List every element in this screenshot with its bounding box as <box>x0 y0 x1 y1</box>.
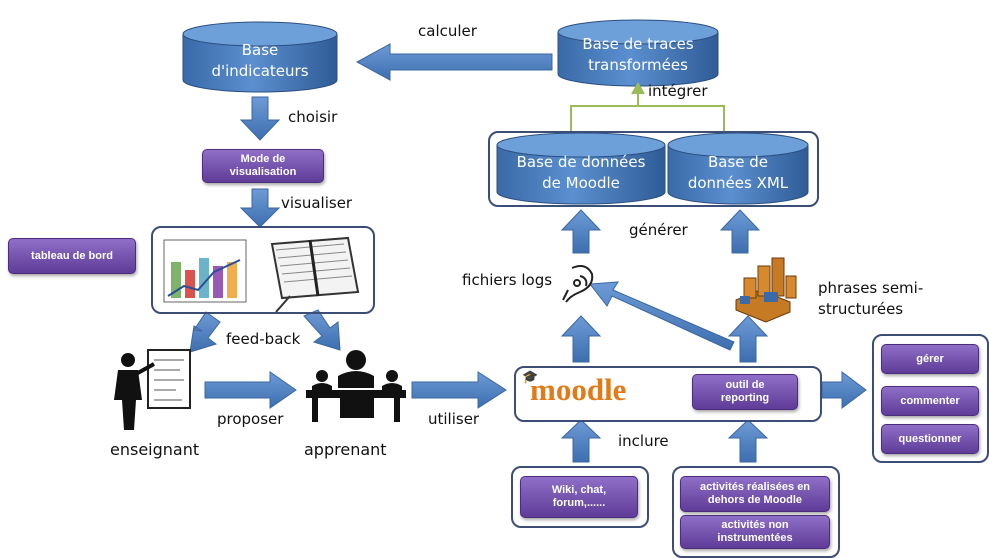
visualiser-arrow <box>239 188 281 228</box>
integrer-label: intégrer <box>648 82 708 100</box>
apprenant-label: apprenant <box>304 440 387 459</box>
moodle-logo: 🎓 moodle <box>522 369 627 408</box>
choisir-arrow <box>239 96 281 141</box>
databases-container <box>488 131 819 207</box>
base-traces-label: Base de traces transformées <box>582 35 694 74</box>
feedback-arrow-left <box>189 311 221 353</box>
base-xml-cylinder <box>667 132 809 205</box>
enseignant-label: enseignant <box>110 440 200 459</box>
proposer-arrow <box>204 371 297 409</box>
graduation-cap-icon: 🎓 <box>522 369 539 384</box>
apprenant-icon <box>306 350 406 422</box>
logs-arrow <box>560 315 602 363</box>
visualiser-label: visualiser <box>281 194 353 212</box>
integrer-connector <box>570 82 725 133</box>
feedback-label: feed-back <box>226 330 301 348</box>
diagonal-arrow <box>589 281 735 351</box>
base-traces-cylinder <box>557 19 719 87</box>
blocks-icon <box>735 257 797 323</box>
gerer-button[interactable]: gérer <box>881 344 979 374</box>
base-indicateurs-label: Base d'indicateurs <box>211 41 309 80</box>
utiliser-label: utiliser <box>428 410 480 428</box>
generer-arrow-right <box>719 209 761 254</box>
moodle-logo-text: moodle <box>530 372 627 407</box>
inclure-arrow-right <box>727 419 769 463</box>
proposer-label: proposer <box>217 410 284 428</box>
visualisation-box <box>151 226 375 314</box>
inclure-label: inclure <box>618 432 669 450</box>
inclure-arrow-left <box>560 419 602 463</box>
utiliser-arrow <box>411 371 507 409</box>
phrases-arrow <box>727 315 769 363</box>
base-indicateurs-cylinder <box>182 21 338 93</box>
base-xml-label: Base de données XML <box>687 153 789 192</box>
generer-label: générer <box>629 221 688 239</box>
bar-chart-icon <box>163 239 247 303</box>
wiki-chat-forum-button[interactable]: Wiki, chat,forum,...... <box>520 476 638 518</box>
actions-arrow <box>821 371 867 409</box>
tableau-de-bord-button[interactable]: tableau de bord <box>8 238 136 274</box>
feedback-arrow-right <box>303 309 341 351</box>
calculer-label: calculer <box>418 22 477 40</box>
generer-arrow-left <box>560 209 602 254</box>
base-moodle-cylinder <box>496 132 666 205</box>
commenter-button[interactable]: commenter <box>881 386 979 416</box>
notebook-icon <box>270 236 360 313</box>
questionner-button[interactable]: questionner <box>881 424 979 454</box>
base-moodle-label: Base de données de Moodle <box>516 153 646 192</box>
logs-icon <box>562 265 594 303</box>
phrases-label: phrases semi- structurées <box>818 279 924 318</box>
calculer-arrow <box>355 43 553 81</box>
fichiers-logs-label: fichiers logs <box>462 271 553 289</box>
choisir-label: choisir <box>288 108 338 126</box>
enseignant-icon <box>114 349 191 430</box>
